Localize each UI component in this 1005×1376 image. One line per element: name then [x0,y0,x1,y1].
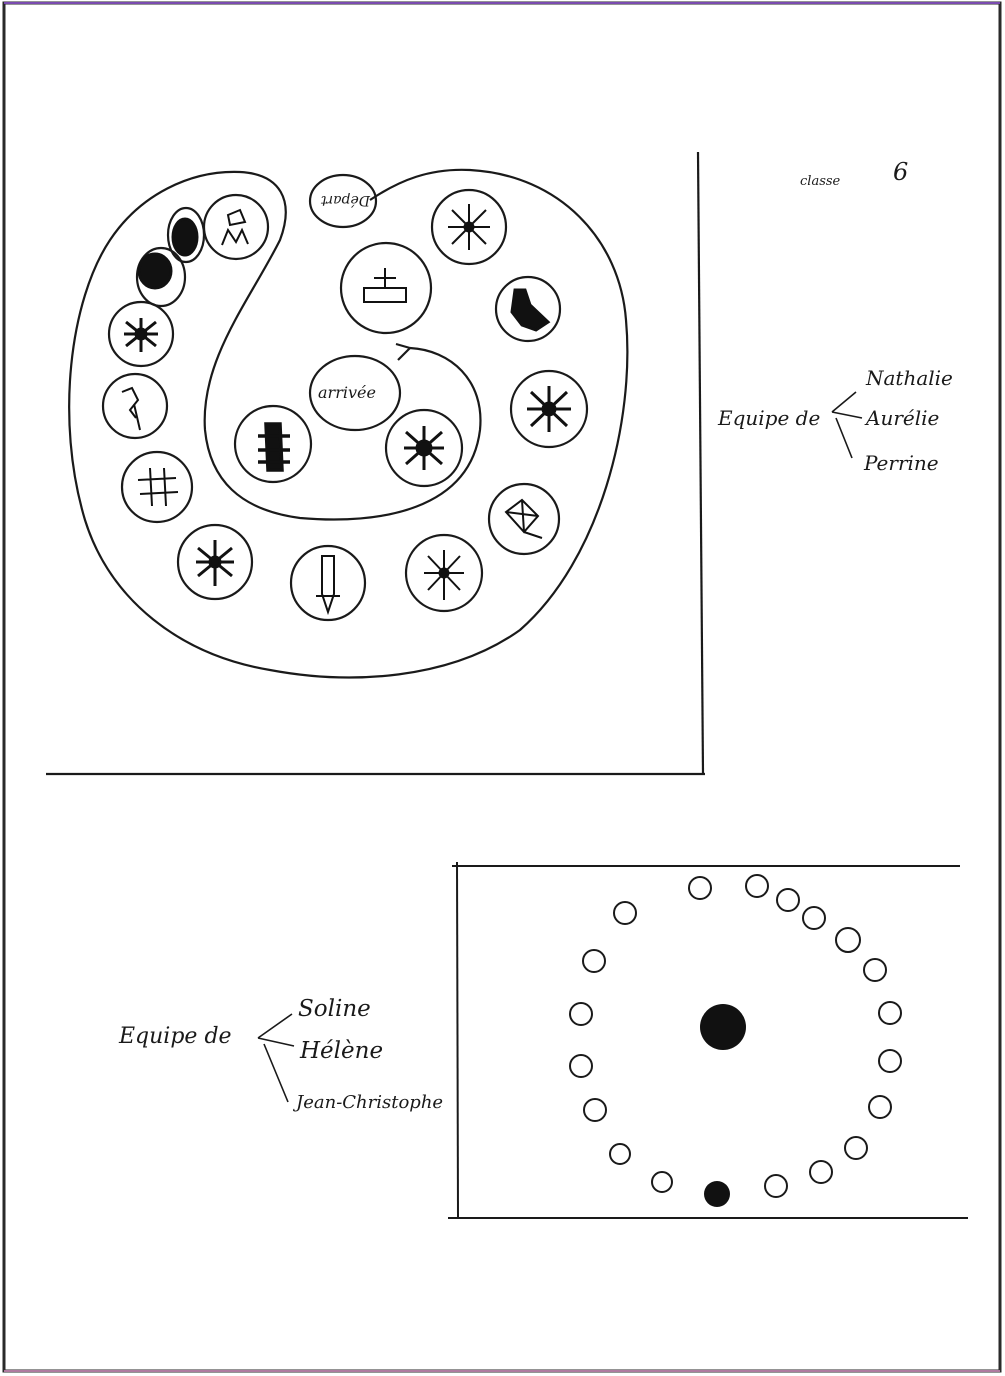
team-two-member-1: Soline [298,996,371,1022]
asterisk-symbol-1 [124,318,158,352]
ladder-symbol [258,424,290,470]
hash-symbol [138,468,178,506]
team-two-label: Equipe de [118,1024,232,1049]
ring-cell [570,1003,592,1025]
team-two-member-2: Hélène [299,1038,383,1064]
asterisk-symbol-2 [196,540,234,586]
board-one-frame-right [698,152,703,774]
ring-cell [689,877,711,899]
ring-cell [746,875,768,897]
team-two-brackets [258,1014,294,1102]
cell-outer-6 [122,452,192,522]
spiral-track-outline [69,170,627,678]
center-dot [700,1004,746,1050]
ring-cell [803,907,825,929]
cross-box-symbol [364,268,406,302]
team-one-brackets [832,392,862,458]
kite-symbol [506,500,542,538]
ring-cell [652,1172,672,1192]
asterisk-symbol-4 [527,386,571,432]
team-one-member-1: Nathalie [865,366,953,390]
knife-symbol [316,556,340,612]
asterisk-symbol-3 [424,550,464,600]
bottom-dot [704,1181,730,1207]
team-two-member-3: Jean-Christophe [292,1092,443,1113]
asterisk-symbol-5 [448,204,490,250]
ring-cell [614,902,636,924]
hook-symbol [122,388,140,430]
ring-cell [583,950,605,972]
ring-cell [777,889,799,911]
class-label: classe [800,174,841,189]
ring-cell [845,1137,867,1159]
cell-outer-1 [204,195,268,259]
dark-blob-2 [139,254,171,288]
board-two-frame-left [457,862,458,1218]
ring-cell [610,1144,630,1164]
class-number: 6 [893,158,908,186]
ring-cell [864,959,886,981]
ring-cell [584,1099,606,1121]
hand-symbol [222,210,248,245]
ring-cell [570,1055,592,1077]
ring-cell [836,928,860,952]
ring-cell [869,1096,891,1118]
ring-cell [810,1161,832,1183]
arrival-label: arrivée [318,383,376,402]
ring-cell [879,1050,901,1072]
team-one-member-2: Aurélie [864,406,939,430]
arrival-arrow [396,344,410,360]
asterisk-symbol-6 [404,426,444,470]
dark-blob-1 [173,219,197,255]
start-label: Départ [320,192,371,208]
ring-cell [765,1175,787,1197]
team-one-member-3: Perrine [863,451,939,475]
ring-cell [879,1002,901,1024]
tassel-symbol [512,290,548,330]
team-one-label: Equipe de [717,406,820,430]
board-one [46,152,705,774]
